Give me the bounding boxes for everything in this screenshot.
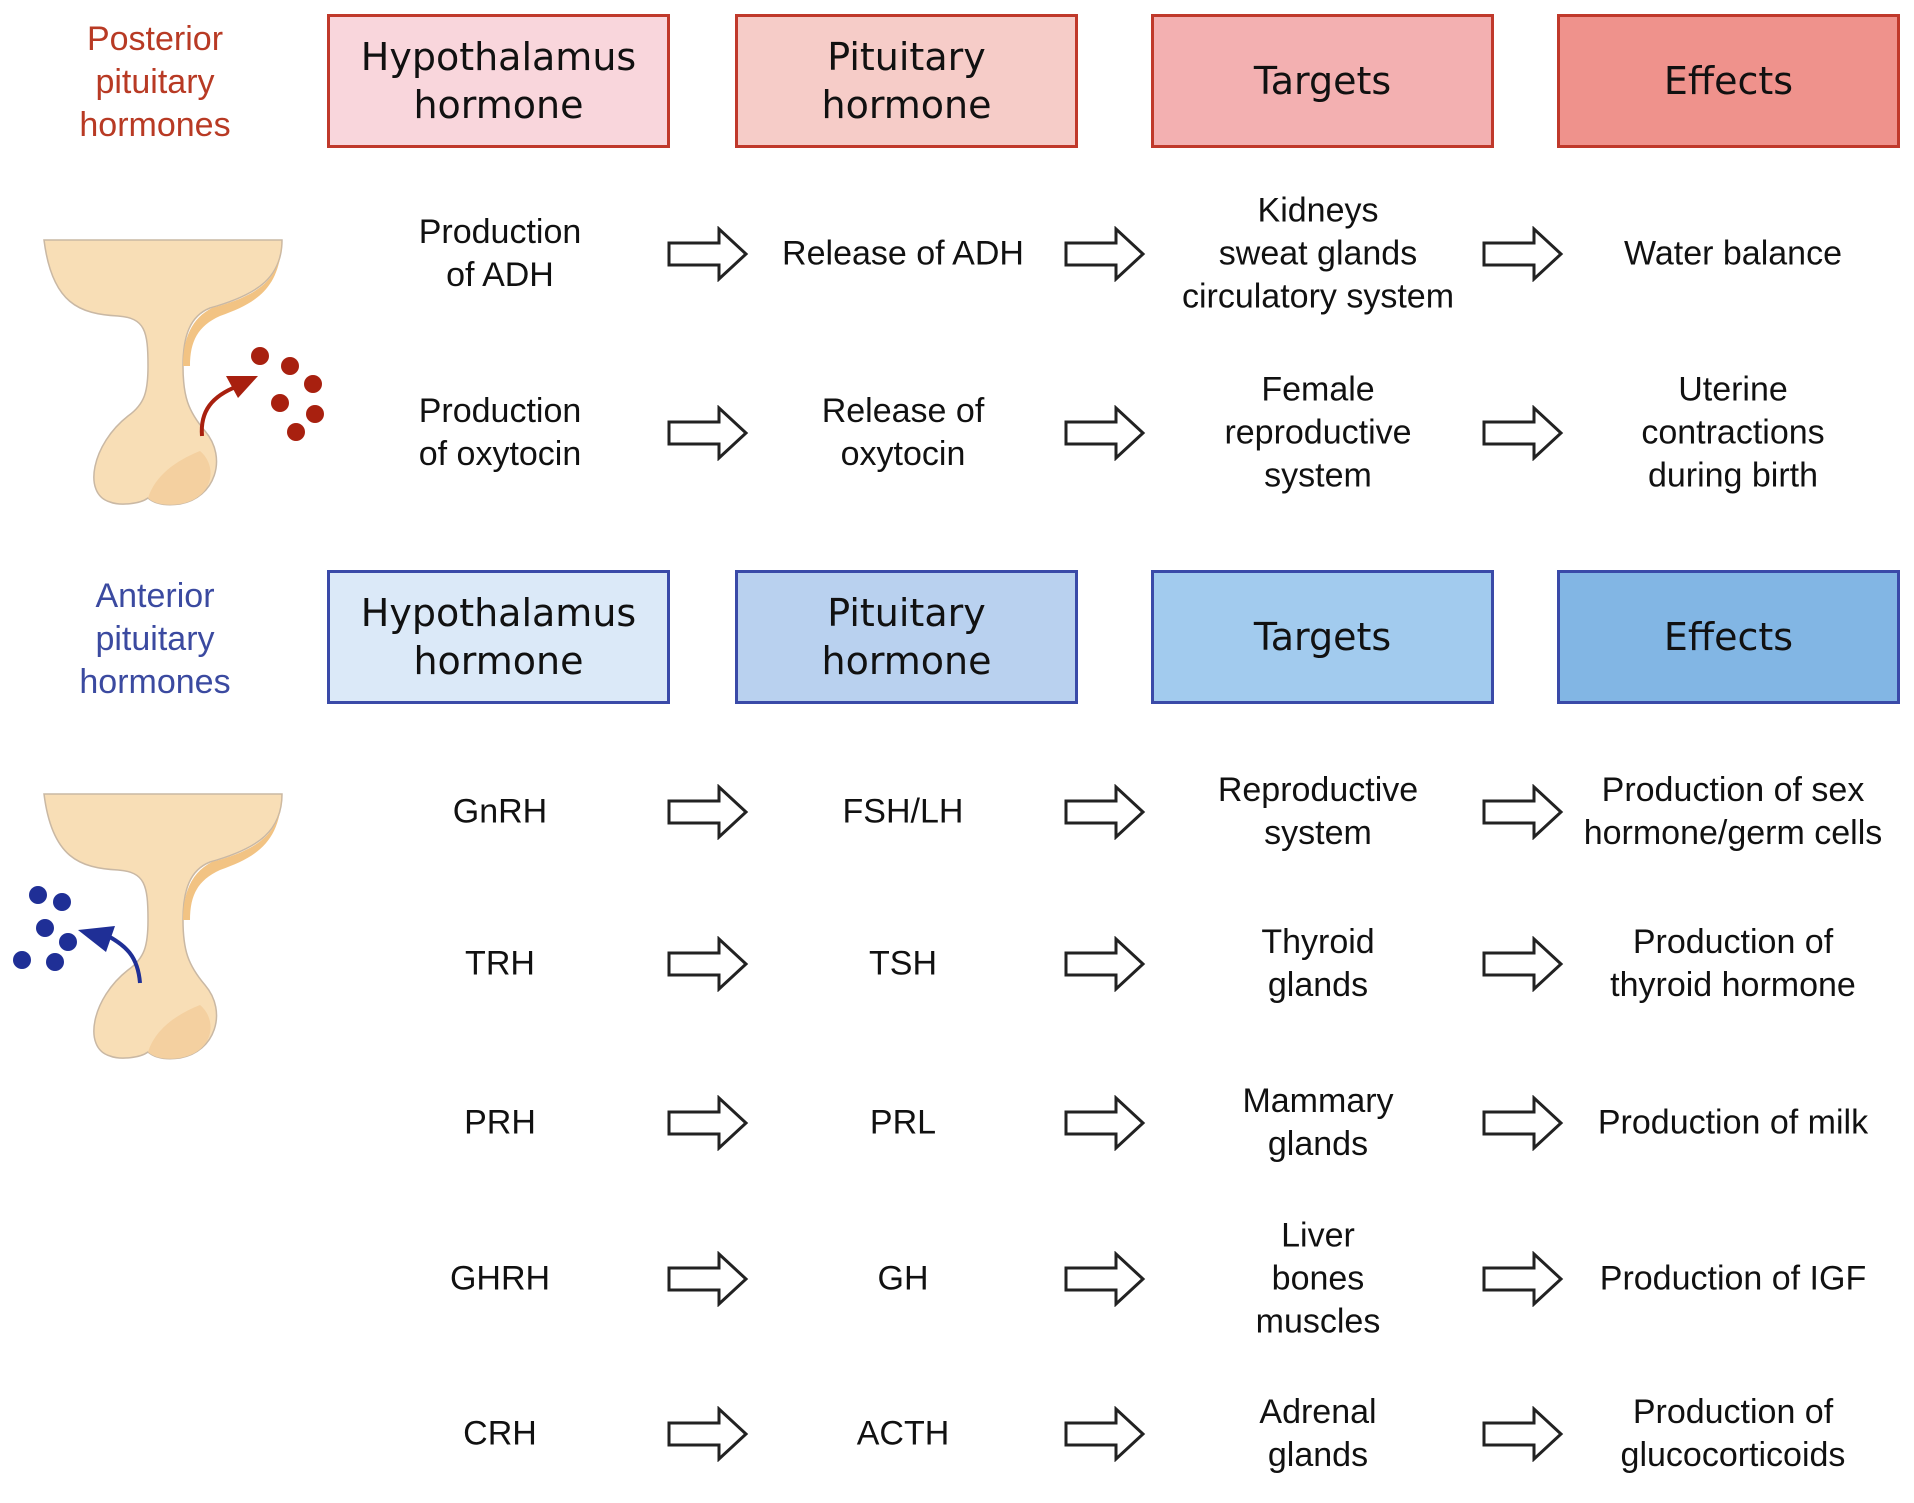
pituitary-gland-icon [43, 239, 324, 506]
arrow-right-icon [667, 1251, 749, 1307]
hormone-dot [36, 919, 54, 937]
hormone-dot [53, 893, 71, 911]
arrow-right-icon [1482, 936, 1564, 992]
section-label-line: Anterior [95, 577, 215, 615]
arrow-right-icon [1064, 784, 1146, 840]
hormone-dot [13, 951, 31, 969]
hormone-dot [304, 375, 322, 393]
pituitary-cell: TSH [869, 944, 937, 983]
hypothalamus-cell: PRH [464, 1103, 536, 1142]
pituitary-cell: ACTH [856, 1414, 950, 1453]
header-label: Targets [1253, 615, 1392, 659]
hypothalamus-cell: GHRH [449, 1259, 551, 1298]
effects-header: Effects [1557, 570, 1900, 704]
release-arrow-icon [199, 384, 239, 437]
arrow-right-icon [1482, 405, 1564, 461]
section-label-line: Posterior [86, 20, 224, 58]
hypothalamus-cell: CRH [463, 1414, 537, 1453]
section-label-line: hormones [79, 106, 231, 144]
hypothalamus-cell: GnRH [452, 792, 548, 831]
anterior-section-label: Anterior pituitary hormones [20, 575, 290, 704]
header-label: Targets [1253, 59, 1392, 103]
hormone-dot [46, 953, 64, 971]
arrow-right-icon [667, 1406, 749, 1462]
header-label: Effects [1663, 615, 1794, 659]
arrow-right-icon [667, 936, 749, 992]
targets-header: Targets [1151, 14, 1494, 148]
hormone-dot [29, 886, 47, 904]
effects-cell: Production of milk [1597, 1103, 1869, 1142]
pituitary-cell: FSH/LH [842, 792, 964, 831]
posterior-section-label: Posterior pituitary hormones [20, 18, 290, 147]
pituitary-cell: GH [877, 1259, 929, 1298]
pituitary-cell: PRL [869, 1103, 937, 1142]
arrow-right-icon [1064, 1095, 1146, 1151]
effects-header: Effects [1557, 14, 1900, 148]
effects-cell: Production of IGF [1599, 1259, 1867, 1298]
arrow-right-icon [667, 1095, 749, 1151]
arrow-right-icon [1482, 1095, 1564, 1151]
arrow-right-icon [1482, 1406, 1564, 1462]
targets-header: Targets [1151, 570, 1494, 704]
section-label-line: hormones [79, 663, 231, 701]
arrow-right-icon [1064, 936, 1146, 992]
arrow-right-icon [667, 784, 749, 840]
hormone-dot [59, 933, 77, 951]
arrow-right-icon [1482, 1251, 1564, 1307]
hormone-dot [287, 423, 305, 441]
arrow-right-icon [1064, 1251, 1146, 1307]
arrow-right-icon [1482, 226, 1564, 282]
section-label-line: pituitary [95, 620, 215, 658]
arrow-right-icon [1482, 784, 1564, 840]
hormone-dot [281, 357, 299, 375]
arrow-right-icon [1064, 226, 1146, 282]
effects-cell: Water balance [1624, 234, 1842, 273]
arrow-right-icon [667, 405, 749, 461]
pituitary-gland-icon [13, 793, 283, 1060]
section-label-line: pituitary [95, 63, 215, 101]
arrow-right-icon [667, 226, 749, 282]
hormone-dot [251, 347, 269, 365]
hormone-dot [306, 405, 324, 423]
arrow-right-icon [1064, 405, 1146, 461]
pituitary-cell: Release of ADH [782, 234, 1024, 273]
header-label: Effects [1663, 59, 1794, 103]
hormone-dot [271, 394, 289, 412]
arrow-right-icon [1064, 1406, 1146, 1462]
hypothalamus-cell: TRH [465, 944, 535, 983]
